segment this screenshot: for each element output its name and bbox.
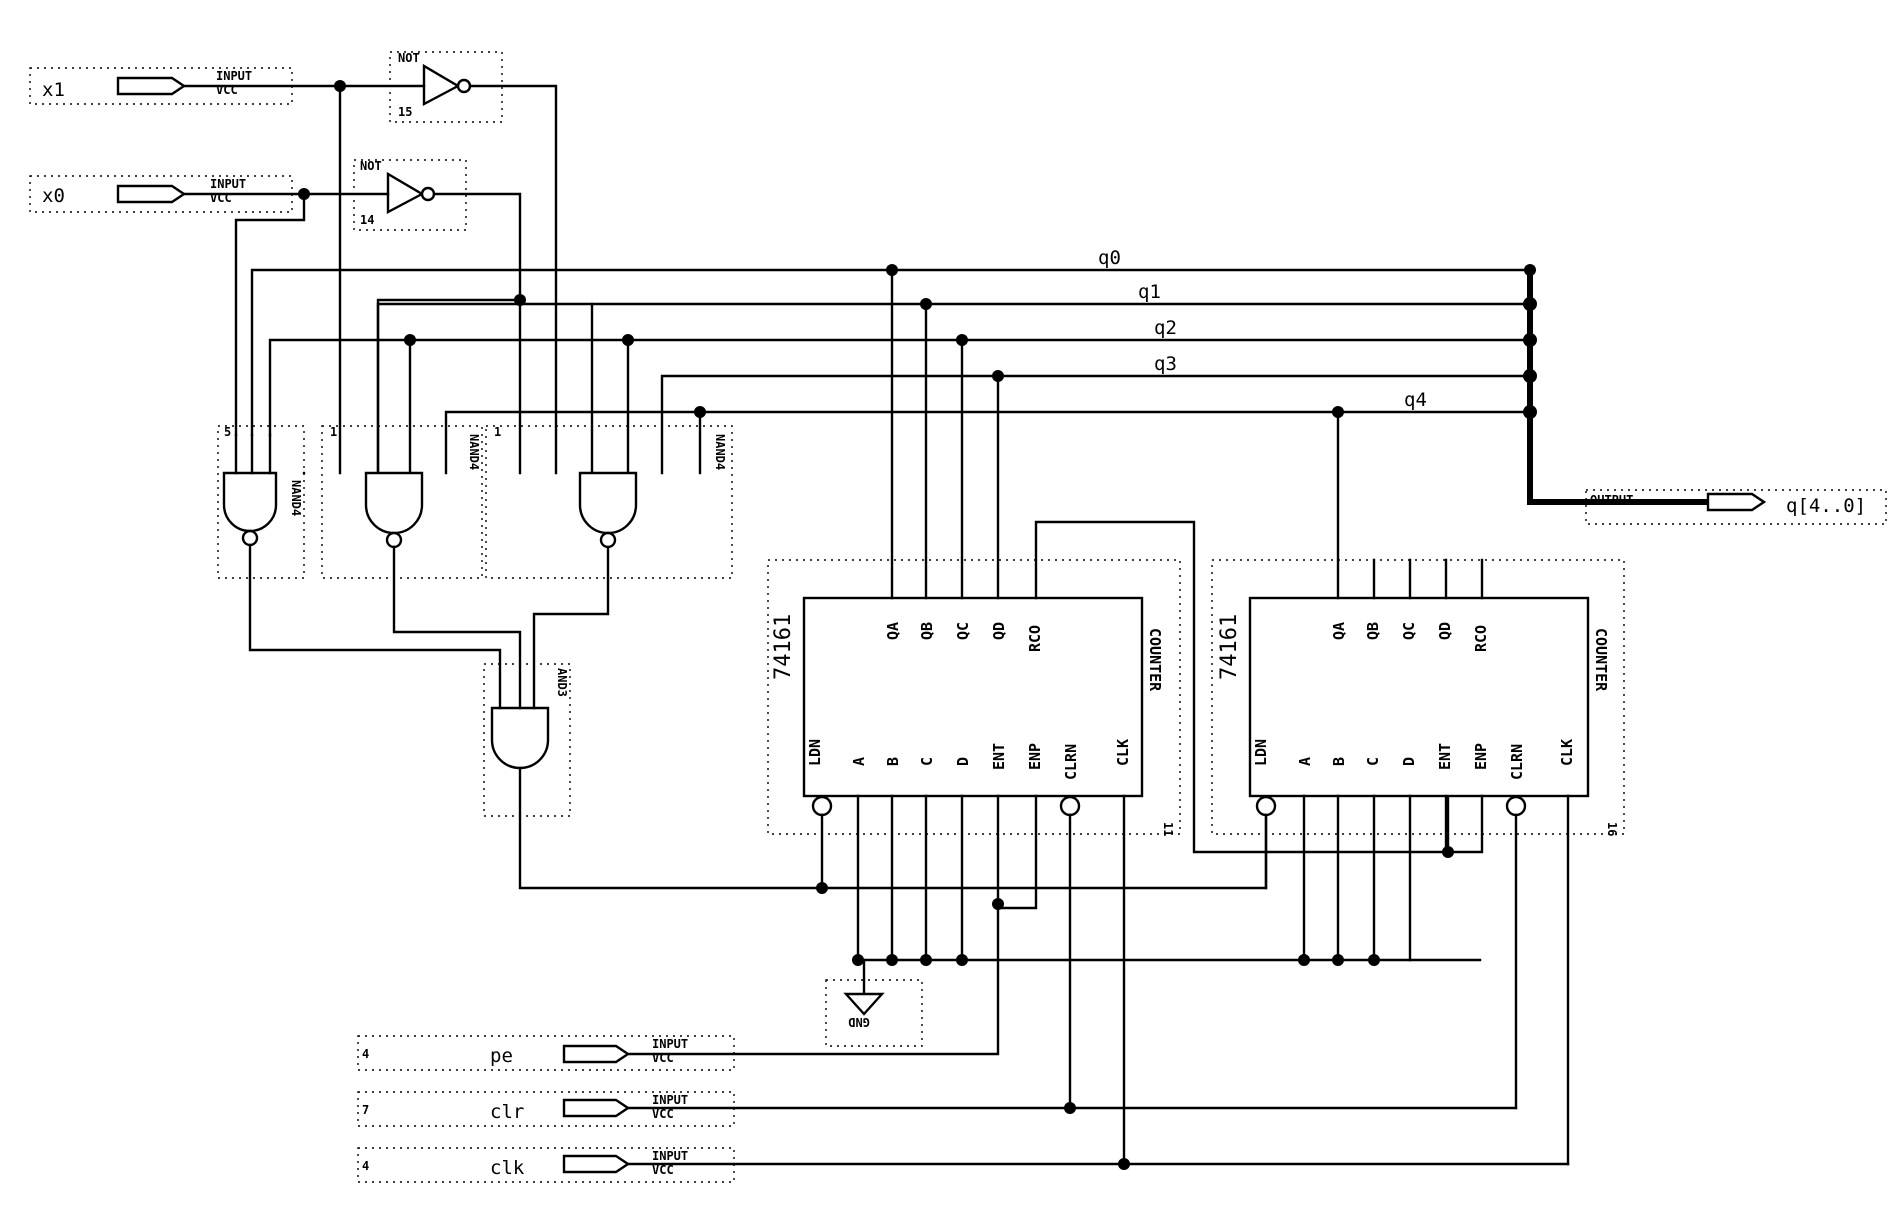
svg-text:QA: QA	[1330, 622, 1348, 640]
inverter-x1: NOT 15	[389, 51, 503, 123]
svg-text:CLRN: CLRN	[1062, 744, 1080, 780]
svg-text:INPUT: INPUT	[216, 69, 252, 83]
svg-text:16: 16	[1605, 822, 1619, 836]
output-bus	[1523, 264, 1708, 505]
input-pin-x1[interactable]: x1 INPUT VCC	[29, 67, 293, 105]
svg-text:5: 5	[224, 425, 231, 439]
svg-text:QB: QB	[918, 622, 936, 640]
svg-text:x0: x0	[42, 185, 65, 207]
svg-text:OUTPUT: OUTPUT	[1590, 493, 1633, 507]
svg-text:1: 1	[494, 425, 501, 439]
svg-text:ENT: ENT	[1436, 743, 1454, 770]
svg-text:QA: QA	[884, 622, 902, 640]
svg-text:74161: 74161	[771, 614, 796, 680]
net-lines	[250, 268, 1536, 475]
svg-text:15: 15	[398, 105, 412, 119]
svg-text:14: 14	[360, 213, 374, 227]
svg-text:NOT: NOT	[360, 159, 382, 173]
svg-text:11: 11	[1161, 822, 1175, 836]
svg-text:QC: QC	[954, 622, 972, 640]
svg-text:INPUT: INPUT	[652, 1037, 688, 1051]
svg-text:4: 4	[362, 1159, 369, 1173]
svg-text:QD: QD	[990, 622, 1008, 640]
svg-text:C: C	[918, 757, 936, 766]
svg-text:NAND4: NAND4	[713, 434, 727, 470]
svg-text:ENT: ENT	[990, 743, 1008, 770]
svg-text:VCC: VCC	[652, 1107, 674, 1121]
svg-text:C: C	[1364, 757, 1382, 766]
svg-text:CLRN: CLRN	[1508, 744, 1526, 780]
svg-text:1: 1	[330, 425, 337, 439]
svg-text:B: B	[884, 757, 902, 766]
svg-text:clk: clk	[490, 1157, 525, 1179]
svg-text:NOT: NOT	[398, 51, 420, 65]
svg-text:AND3: AND3	[555, 668, 569, 697]
nand-gate-3: 1 NAND4	[485, 425, 733, 579]
svg-text:4: 4	[362, 1047, 369, 1061]
svg-text:q1: q1	[1138, 281, 1161, 303]
svg-text:INPUT: INPUT	[652, 1093, 688, 1107]
svg-text:pe: pe	[490, 1045, 513, 1067]
svg-text:D: D	[954, 757, 972, 766]
counter-74161-1: 74161 COUNTER 11 QA QB QC QD RCO LDN A B…	[767, 559, 1181, 836]
and-gate-4: AND3	[483, 663, 571, 817]
wires-counter1-top	[890, 268, 1450, 854]
svg-text:q[4..0]: q[4..0]	[1786, 495, 1866, 517]
svg-text:A: A	[1296, 757, 1314, 766]
svg-text:clr: clr	[490, 1101, 524, 1123]
svg-text:LDN: LDN	[806, 739, 824, 766]
svg-text:CLK: CLK	[1114, 739, 1132, 766]
svg-text:NAND4: NAND4	[289, 480, 303, 516]
svg-text:INPUT: INPUT	[652, 1149, 688, 1163]
svg-text:A: A	[850, 757, 868, 766]
svg-text:INPUT: INPUT	[210, 177, 246, 191]
nand-gate-1: 5 NAND4	[217, 425, 305, 579]
nand-gate-2: 1 NAND4	[321, 425, 483, 579]
svg-text:ENP: ENP	[1472, 743, 1490, 770]
svg-text:CLK: CLK	[1558, 739, 1576, 766]
ground-symbol: GND	[825, 958, 923, 1047]
wires-inputs	[182, 84, 558, 475]
svg-text:LDN: LDN	[1252, 739, 1270, 766]
svg-text:QC: QC	[1400, 622, 1418, 640]
svg-text:ENP: ENP	[1026, 743, 1044, 770]
svg-text:B: B	[1330, 757, 1348, 766]
svg-text:q4: q4	[1404, 389, 1427, 411]
svg-text:74161: 74161	[1217, 614, 1242, 680]
svg-text:7: 7	[362, 1103, 369, 1117]
svg-text:QB: QB	[1364, 622, 1382, 640]
svg-text:RCO: RCO	[1472, 625, 1490, 652]
svg-text:q3: q3	[1154, 353, 1177, 375]
output-pin-q[interactable]: OUTPUT q[4..0]	[1585, 489, 1887, 525]
svg-text:q2: q2	[1154, 317, 1177, 339]
svg-text:COUNTER: COUNTER	[1592, 628, 1610, 692]
counter-74161-2: 74161 COUNTER 16 QA QB QC QD RCO LDN A B…	[1211, 559, 1625, 836]
svg-text:VCC: VCC	[652, 1163, 674, 1177]
svg-text:QD: QD	[1436, 622, 1454, 640]
wires-counter2	[1264, 410, 1570, 1166]
svg-text:NAND4: NAND4	[467, 434, 481, 470]
svg-text:q0: q0	[1098, 247, 1121, 269]
svg-text:RCO: RCO	[1026, 625, 1044, 652]
svg-text:COUNTER: COUNTER	[1146, 628, 1164, 692]
svg-text:GND: GND	[848, 1015, 870, 1029]
svg-text:x1: x1	[42, 79, 65, 101]
svg-text:D: D	[1400, 757, 1418, 766]
wires-bottom-inputs	[626, 906, 1570, 1166]
